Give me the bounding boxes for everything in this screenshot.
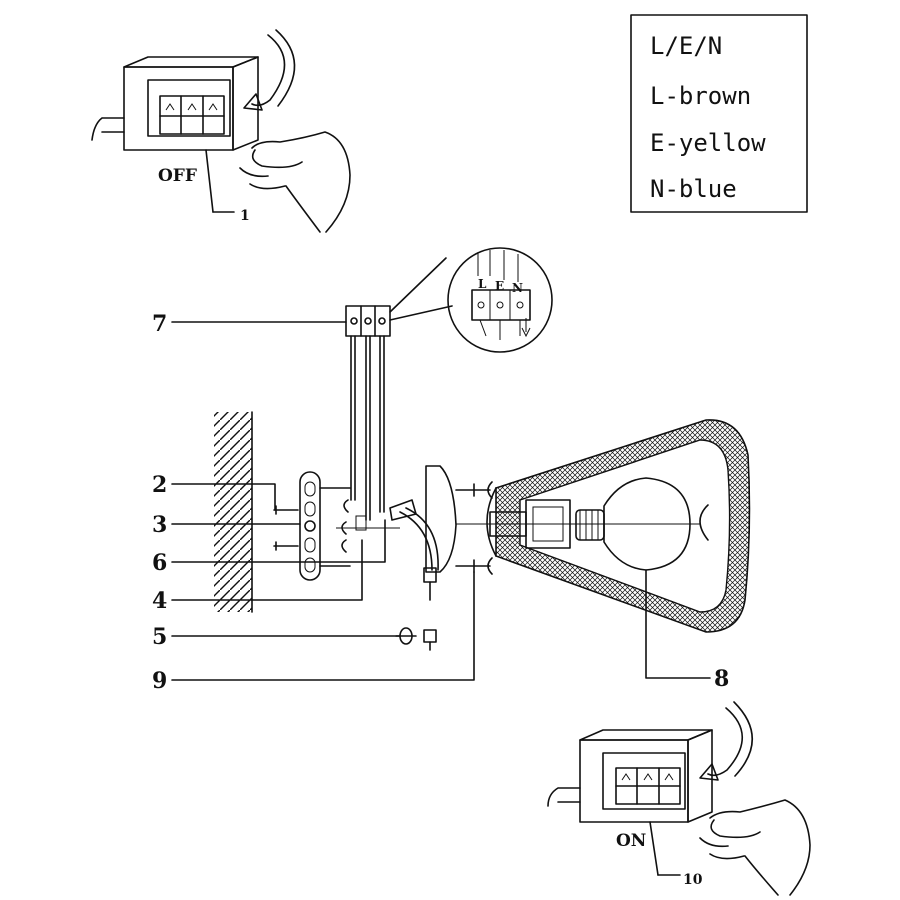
callout-7: 7 xyxy=(152,311,167,337)
light-bulb-icon xyxy=(575,477,691,571)
switch-off-label: OFF xyxy=(158,166,197,186)
callout-8: 8 xyxy=(714,666,729,692)
terminal-block xyxy=(345,305,391,521)
callout-4: 4 xyxy=(152,588,167,614)
callout-9: 9 xyxy=(152,668,167,694)
switch-off-number: 1 xyxy=(240,208,250,224)
callout-3: 3 xyxy=(152,512,167,538)
set-screw xyxy=(395,627,437,651)
color-legend: L/E/N L-brown E-yellow N-blue xyxy=(630,14,808,213)
legend-line-1: L/E/N xyxy=(650,32,722,60)
lamp-canopy xyxy=(389,465,493,601)
callout-5: 5 xyxy=(152,624,167,650)
bulb-socket xyxy=(456,499,700,549)
legend-line-4: N-blue xyxy=(650,175,737,203)
switch-on-number: 10 xyxy=(683,872,703,888)
terminal-label-l: L xyxy=(478,277,487,291)
legend-line-2: L-brown xyxy=(650,82,751,110)
terminal-label-n: N xyxy=(512,281,523,295)
callout-lines xyxy=(171,321,711,681)
breaker-box-on: ON 10 xyxy=(547,729,713,888)
lampshade xyxy=(486,419,751,633)
hand-icon xyxy=(699,799,811,896)
mounting-bracket xyxy=(273,471,400,581)
callout-6: 6 xyxy=(152,550,167,576)
breaker-box-off: OFF 1 xyxy=(91,56,259,224)
terminal-label-e: E xyxy=(495,279,504,293)
switch-on-label: ON xyxy=(616,831,646,851)
legend-line-3: E-yellow xyxy=(650,129,766,157)
callout-2: 2 xyxy=(152,472,167,498)
terminal-zoom: L E N xyxy=(389,247,553,353)
curved-arrow-icon xyxy=(243,29,296,111)
curved-arrow-icon xyxy=(699,701,754,781)
wall xyxy=(214,411,253,613)
hand-icon xyxy=(239,131,351,233)
